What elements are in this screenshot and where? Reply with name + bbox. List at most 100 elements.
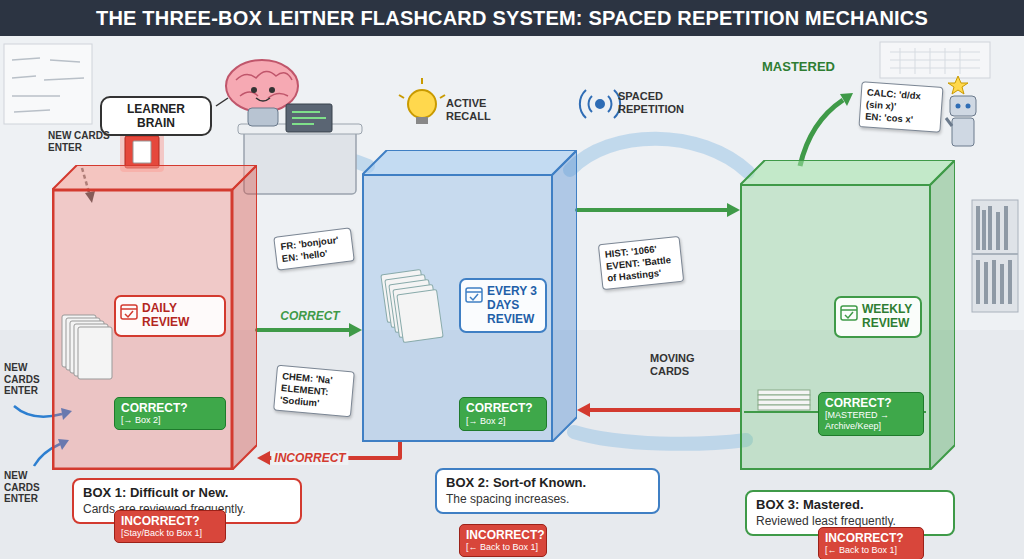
- ray: [399, 95, 404, 98]
- box-side: [232, 165, 257, 470]
- panel-question: INCORRECT?: [121, 514, 219, 528]
- ray: [440, 95, 445, 98]
- callout-text: LEARNER BRAIN: [110, 102, 202, 130]
- review-icon: [465, 286, 483, 304]
- flashcard: CALC: 'd/dx (sin x)'EN: 'cos x': [859, 81, 944, 132]
- panel-title: DAILY REVIEW: [142, 302, 219, 330]
- panel-question: INCORRECT?: [825, 531, 917, 545]
- wave: [580, 90, 620, 118]
- eye: [269, 87, 275, 93]
- desk: [244, 130, 356, 194]
- stored-card: [758, 395, 810, 400]
- robot-eye: [966, 104, 971, 109]
- bulb-base: [416, 117, 428, 124]
- caption-heading: BOX 2: Sort-of Known.: [446, 475, 649, 492]
- dot: [596, 100, 604, 108]
- leitner-box: BOX 1: Difficult or New.Cards are review…: [52, 165, 257, 470]
- box-side: [552, 150, 577, 442]
- connector: [257, 442, 400, 465]
- caption-text: The spacing increases.: [446, 492, 649, 508]
- leader-line: [216, 98, 228, 106]
- panel-question: CORRECT?: [121, 401, 219, 415]
- icon-check: [470, 294, 478, 300]
- panel-question: CORRECT?: [466, 401, 540, 415]
- pipe: [574, 432, 746, 444]
- room: [0, 42, 1024, 559]
- panel-title: WEEKLY REVIEW: [862, 303, 915, 331]
- star: [948, 76, 968, 94]
- review-icon: [120, 303, 138, 321]
- callout-box: LEARNER BRAIN: [100, 96, 212, 136]
- incorrect-panel: INCORRECT?[← Back to Box 1]: [818, 527, 924, 559]
- icon-frame: [466, 288, 482, 302]
- edge-label: CORRECT: [277, 309, 342, 323]
- flashcard: HIST: '1066'EVENT: 'Battle of Hastings': [598, 236, 684, 290]
- poster-grid: [890, 48, 980, 74]
- caption-panel: BOX 2: Sort-of Known.The spacing increas…: [435, 468, 660, 514]
- review-icon: [840, 304, 858, 322]
- callout-label: NEW CARDS ENTER: [4, 470, 60, 505]
- stored-card: [758, 400, 810, 405]
- icon-check: [845, 312, 853, 318]
- icon-bar: [121, 308, 137, 310]
- panel-question: INCORRECT?: [466, 528, 540, 542]
- panel-action: [MASTERED → Archive/Keep]: [825, 410, 917, 432]
- box-front: [363, 175, 552, 441]
- screen-lines: [292, 112, 326, 124]
- robot-arm: [946, 118, 952, 126]
- edge-label: INCORRECT: [271, 451, 348, 465]
- active-recall-icon: [399, 78, 445, 124]
- correct-panel: CORRECT?[→ Box 2]: [114, 397, 226, 430]
- arrow-line: [800, 100, 843, 166]
- red-cube: [125, 136, 159, 168]
- connector-line: [587, 408, 740, 412]
- flashcard: CHEM: 'Na'ELEMENT: 'Sodium': [273, 365, 355, 417]
- icon-frame: [841, 306, 857, 320]
- icon-check: [125, 311, 133, 317]
- connector: [577, 403, 740, 417]
- review-panel: WEEKLY REVIEW: [834, 296, 922, 338]
- mastered-arrow: [800, 93, 853, 166]
- robot: [946, 76, 976, 146]
- eye: [251, 87, 257, 93]
- new-card: [133, 141, 151, 163]
- leitner-box: BOX 3: Mastered.Reviewed least frequentl…: [740, 160, 955, 470]
- correct-panel: CORRECT?[MASTERED → Archive/Keep]: [818, 392, 924, 436]
- stored-card: [758, 405, 810, 410]
- shelf-board: [972, 253, 1018, 255]
- connector-line: [577, 208, 730, 212]
- callout-label: SPACED REPETITION: [618, 90, 706, 115]
- robot-body: [248, 108, 278, 126]
- caption-heading: BOX 1: Difficult or New.: [83, 485, 291, 502]
- laptop: [286, 104, 332, 132]
- stored-card: [758, 390, 810, 395]
- scribble: [12, 58, 84, 112]
- bookshelf: [972, 200, 1018, 312]
- box-top: [52, 165, 257, 190]
- spaced-repetition-icon: [580, 90, 620, 118]
- stored-card: [397, 289, 443, 342]
- bulb: [408, 90, 436, 118]
- brain-folds: [236, 71, 292, 98]
- robot-head: [950, 96, 976, 116]
- callout-label: NEW CARDS ENTER: [4, 362, 50, 397]
- smile: [256, 98, 270, 101]
- leitner-box: BOX 2: Sort-of Known.The spacing increas…: [362, 150, 577, 442]
- card-text: ELEMENT: 'Sodium': [280, 382, 348, 411]
- whiteboard: [4, 44, 92, 124]
- robot-eye: [956, 104, 961, 109]
- callout-label: MOVING CARDS: [650, 352, 730, 377]
- icon-bar: [841, 309, 857, 311]
- panel-action: [Stay/Back to Box 1]: [121, 528, 219, 539]
- connector: [577, 203, 740, 217]
- callout-label: NEW CARDS ENTER: [48, 130, 114, 153]
- incorrect-panel: INCORRECT?[← Back to Box 1]: [459, 524, 547, 557]
- caption-heading: BOX 3: Mastered.: [756, 497, 944, 514]
- card-text: EN: 'cos x': [865, 110, 936, 127]
- connector: [257, 323, 362, 337]
- connector-line: [257, 328, 352, 332]
- box-side: [930, 160, 955, 470]
- incorrect-panel: INCORRECT?[Stay/Back to Box 1]: [114, 510, 226, 543]
- review-panel: DAILY REVIEW: [114, 295, 226, 337]
